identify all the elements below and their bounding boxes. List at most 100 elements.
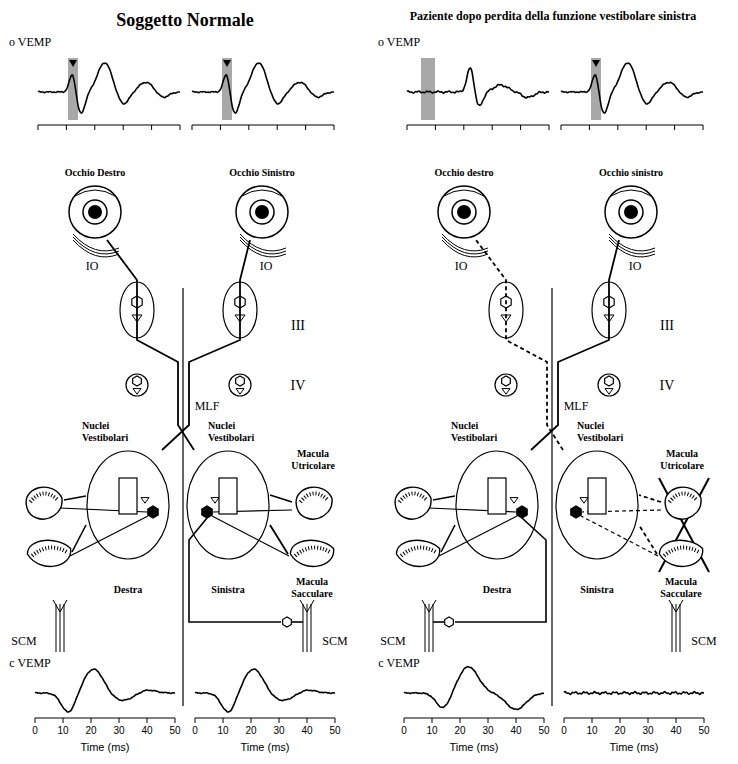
vestibular-nucleus: Nuclei VestibolariDestra (86, 450, 170, 560)
node-label: Occhio destro (414, 167, 514, 179)
axis-tick (520, 125, 521, 130)
part-label: III (291, 318, 305, 334)
pupil (88, 205, 102, 219)
nucleus-core (588, 478, 606, 514)
macula-hairs (664, 548, 699, 556)
axis-tick (251, 718, 252, 723)
utricle-shape (395, 487, 431, 519)
axis-tick (460, 718, 461, 723)
tick-label: 30 (482, 725, 493, 736)
part-label: IO (629, 259, 642, 274)
node-label: Sinistra (186, 584, 270, 596)
scm-muscle (311, 604, 312, 652)
neural-pathway (270, 495, 292, 502)
trochlear-nucleus (495, 374, 517, 396)
node-label: Occhio sinistro (581, 167, 681, 179)
scm-muscle (53, 600, 60, 612)
node-label: Macula Sacculare (277, 576, 347, 599)
neuron-hexagon (445, 617, 454, 627)
axis-tick (223, 718, 224, 723)
axis-tick (94, 125, 95, 130)
afferent-line (64, 496, 86, 500)
axis-tick (589, 125, 590, 130)
tick-label: 20 (614, 725, 625, 736)
axis-tick (674, 125, 675, 130)
axis-tick (549, 125, 550, 130)
scm-muscle (60, 600, 67, 612)
eyeball (438, 186, 490, 238)
lesion-cross (659, 478, 709, 572)
axis-tick (620, 718, 621, 723)
scm-muscle (422, 600, 429, 612)
axis-tick (592, 718, 593, 723)
saccule-shape (396, 540, 439, 566)
tick-label: 50 (169, 725, 180, 736)
axis-tick (435, 125, 436, 130)
axis-tick (492, 125, 493, 130)
waveform (404, 667, 544, 710)
tick-label: 20 (85, 725, 96, 736)
neuron-hexagon (133, 376, 142, 386)
neuron-hexagon (605, 376, 614, 386)
tick-label: 50 (538, 725, 549, 736)
pupil (255, 205, 269, 219)
neural-pathway (270, 525, 288, 554)
eye-node: Occhio Destro (67, 184, 123, 240)
io-muscle (442, 240, 488, 257)
node-label: Nuclei Vestibolari (82, 420, 152, 443)
scm-muscle (429, 600, 436, 612)
vestibular-nucleus: Nuclei VestibolariSinistra (186, 450, 270, 560)
part-label: c VEMP (378, 656, 419, 671)
waveform (38, 63, 180, 113)
part-label: SCM (691, 634, 716, 649)
tick-label: 30 (273, 725, 284, 736)
neural-pathway (639, 525, 657, 554)
nucleus-core (219, 478, 237, 514)
vestibulospinal-line (189, 518, 281, 622)
axis-tick (703, 125, 704, 130)
synapse-triangle (605, 389, 613, 395)
iris (452, 200, 476, 224)
vestibular-nucleus: Nuclei VestibolariDestra (455, 450, 539, 560)
peak-marker (223, 60, 231, 67)
neuron-hexagon (517, 506, 527, 518)
axis-tick (334, 125, 335, 130)
axis-tick (151, 125, 152, 130)
axis-tick (192, 125, 193, 130)
neuron-hexagon (236, 376, 245, 386)
node-label: Sinistra (555, 584, 639, 596)
trochlear-nucleus (229, 374, 251, 396)
saccule-macula-outline (657, 536, 705, 572)
nucleus-outline (87, 451, 169, 559)
iris (619, 200, 643, 224)
right-utricle (26, 487, 62, 519)
panel-title: Paziente dopo perdita della funzione ves… (410, 9, 696, 24)
waveform (35, 669, 175, 712)
waveform (564, 692, 704, 695)
node-label: Occhio Sinistro (212, 167, 312, 179)
axis-tick (38, 125, 39, 130)
neural-pathway (531, 240, 619, 450)
saccule-shape (27, 540, 70, 566)
scm-muscle (56, 604, 57, 652)
scm-muscle (433, 604, 434, 652)
axis-tick (180, 125, 181, 130)
vestibulospinal-line (292, 621, 303, 623)
synapse-triangle (141, 498, 149, 504)
part-label: IO (455, 259, 468, 274)
tick-label: 0 (401, 725, 407, 736)
waveform (407, 68, 549, 105)
neural-pathway (639, 495, 661, 502)
axis-tick (544, 718, 545, 723)
axis-tick (335, 718, 336, 723)
axis-tick (35, 718, 36, 723)
midline (182, 288, 183, 706)
macula-hairs (300, 493, 327, 502)
node-label: Occhio Destro (45, 167, 145, 179)
scm-muscle (676, 600, 683, 612)
waveform (192, 63, 334, 113)
tick-label: 30 (113, 725, 124, 736)
eye-node: Occhio destro (436, 184, 492, 240)
utricle-shape (665, 487, 701, 519)
